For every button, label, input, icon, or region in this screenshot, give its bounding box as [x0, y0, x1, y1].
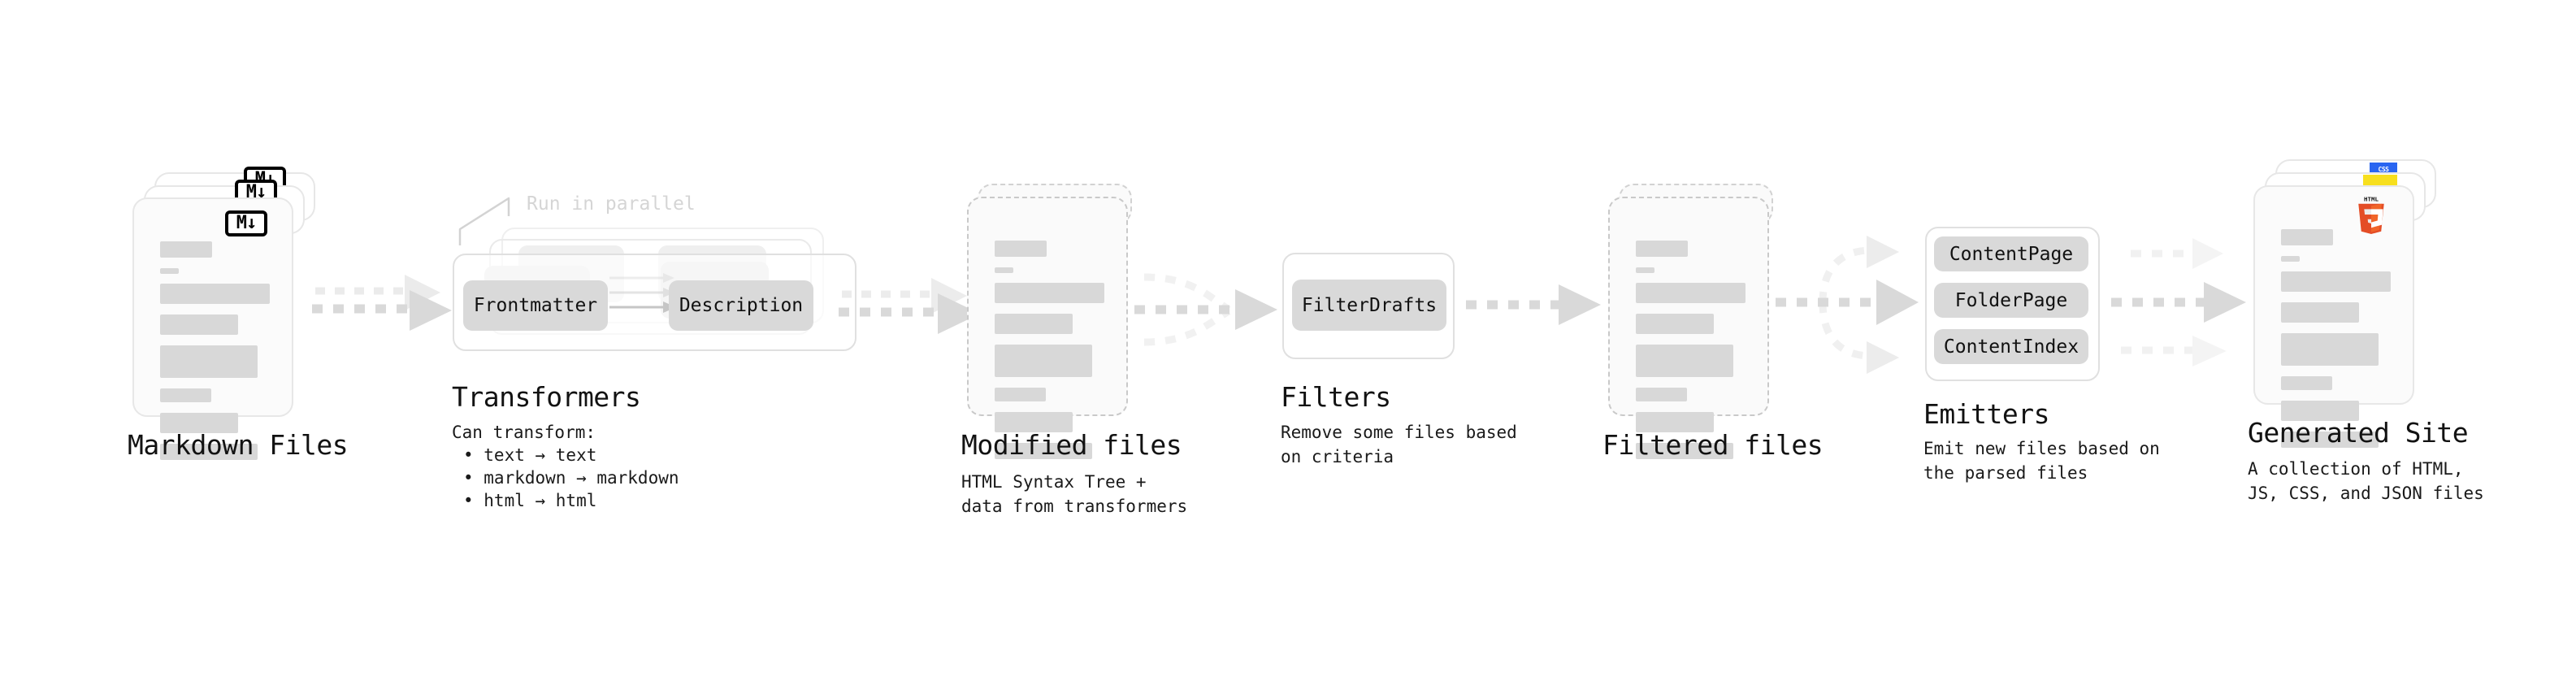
modified-card-content	[995, 241, 1104, 459]
transformers-sub-line-3: • html → html	[463, 491, 597, 510]
emitter-chip-contentindex[interactable]: ContentIndex	[1934, 329, 2088, 364]
html5-icon: HTML	[2358, 195, 2384, 234]
content-bar	[995, 267, 1013, 273]
content-bar	[1636, 412, 1714, 432]
content-bar	[995, 241, 1047, 257]
filters-sub: Remove some files based on criteria	[1281, 423, 1517, 466]
markdown-icon-letter-front: M	[236, 213, 247, 233]
generated-site-sub: A collection of HTML, JS, CSS, and JSON …	[2248, 459, 2484, 503]
content-bar	[1636, 388, 1687, 401]
caption-transformers: Transformers	[452, 381, 641, 413]
content-bar	[2281, 432, 2379, 448]
filter-chip-filterdrafts[interactable]: FilterDrafts	[1292, 280, 1446, 331]
content-bar	[1636, 345, 1733, 377]
content-bar	[1636, 283, 1746, 303]
caption-filtered-files: Filtered files	[1602, 429, 1824, 461]
content-bar	[1636, 443, 1733, 459]
content-bar	[2281, 229, 2333, 245]
arrow-filtered-to-emitters	[1776, 236, 1919, 374]
content-bar	[2281, 376, 2332, 390]
transformers-sub-head: Can transform:	[452, 423, 596, 442]
arrow-emitters-to-site	[2111, 238, 2246, 367]
markdown-card-content	[160, 241, 270, 460]
content-bar	[995, 283, 1104, 303]
content-bar	[160, 413, 238, 433]
emitters-sub: Emit new files based on the parsed files	[1923, 439, 2160, 483]
emitter-chip-contentpage[interactable]: ContentPage	[1934, 236, 2088, 271]
transformer-chip-frontmatter[interactable]: Frontmatter	[463, 280, 608, 331]
content-bar	[160, 388, 211, 402]
content-bar	[2281, 302, 2359, 323]
content-bar	[995, 345, 1092, 377]
filtered-card-front[interactable]	[1608, 197, 1769, 459]
transformer-label-description: Description	[679, 295, 804, 316]
caption-generated-site: Generated Site	[2248, 417, 2469, 449]
svg-text:HTML: HTML	[2364, 195, 2379, 202]
transformers-sub-line-1: • text → text	[463, 445, 597, 465]
content-bar	[2281, 401, 2359, 421]
arrow-filters-to-filtered	[1466, 284, 1601, 325]
filtered-card-content	[1636, 241, 1746, 459]
arrow-modified-to-filters	[1134, 273, 1277, 346]
content-bar	[160, 314, 238, 335]
caption-modified-files: Modified files	[961, 429, 1182, 461]
modified-card-front[interactable]	[967, 197, 1128, 459]
caption-filters: Filters	[1281, 381, 1391, 413]
transformer-chip-description[interactable]: Description	[669, 280, 813, 331]
site-card-front[interactable]: HTML	[2253, 185, 2414, 448]
filter-label-filterdrafts: FilterDrafts	[1301, 294, 1438, 316]
caption-emitters: Emitters	[1923, 398, 2049, 430]
site-card-content	[2281, 229, 2391, 448]
content-bar	[160, 345, 258, 378]
content-bar	[995, 443, 1092, 459]
caption-markdown-files: Markdown Files	[128, 429, 349, 461]
content-bar	[160, 268, 179, 274]
transformers-sub-line-2: • markdown → markdown	[463, 468, 679, 488]
content-bar	[160, 241, 212, 258]
markdown-icon: M↓	[225, 210, 267, 236]
content-bar	[1636, 267, 1654, 273]
transformer-label-frontmatter: Frontmatter	[473, 295, 598, 316]
content-bar	[2281, 271, 2391, 292]
content-bar	[1636, 314, 1714, 334]
content-bar	[160, 444, 258, 460]
content-bar	[160, 284, 270, 304]
content-bar	[995, 412, 1073, 432]
content-bar	[995, 388, 1046, 401]
modified-files-sub: HTML Syntax Tree + data from transformer…	[961, 472, 1188, 516]
markdown-icon-letter-1: M	[245, 182, 257, 202]
parallel-note: Run in parallel	[527, 193, 696, 215]
css-icon-label: CSS	[2378, 165, 2389, 173]
emitter-label-contentindex: ContentIndex	[1943, 336, 2079, 358]
emitter-label-folderpage: FolderPage	[1954, 289, 2068, 311]
emitter-chip-folderpage[interactable]: FolderPage	[1934, 283, 2088, 318]
arrow-transformers-to-modified	[839, 278, 980, 334]
content-bar	[995, 314, 1073, 334]
markdown-card-front[interactable]: M↓	[132, 197, 293, 460]
parallel-leader-line	[458, 197, 510, 245]
content-bar	[2281, 256, 2300, 262]
arrow-markdown-to-transformers	[312, 275, 452, 331]
content-bar	[1636, 241, 1688, 257]
content-bar	[2281, 333, 2379, 366]
emitter-label-contentpage: ContentPage	[1949, 243, 2074, 265]
